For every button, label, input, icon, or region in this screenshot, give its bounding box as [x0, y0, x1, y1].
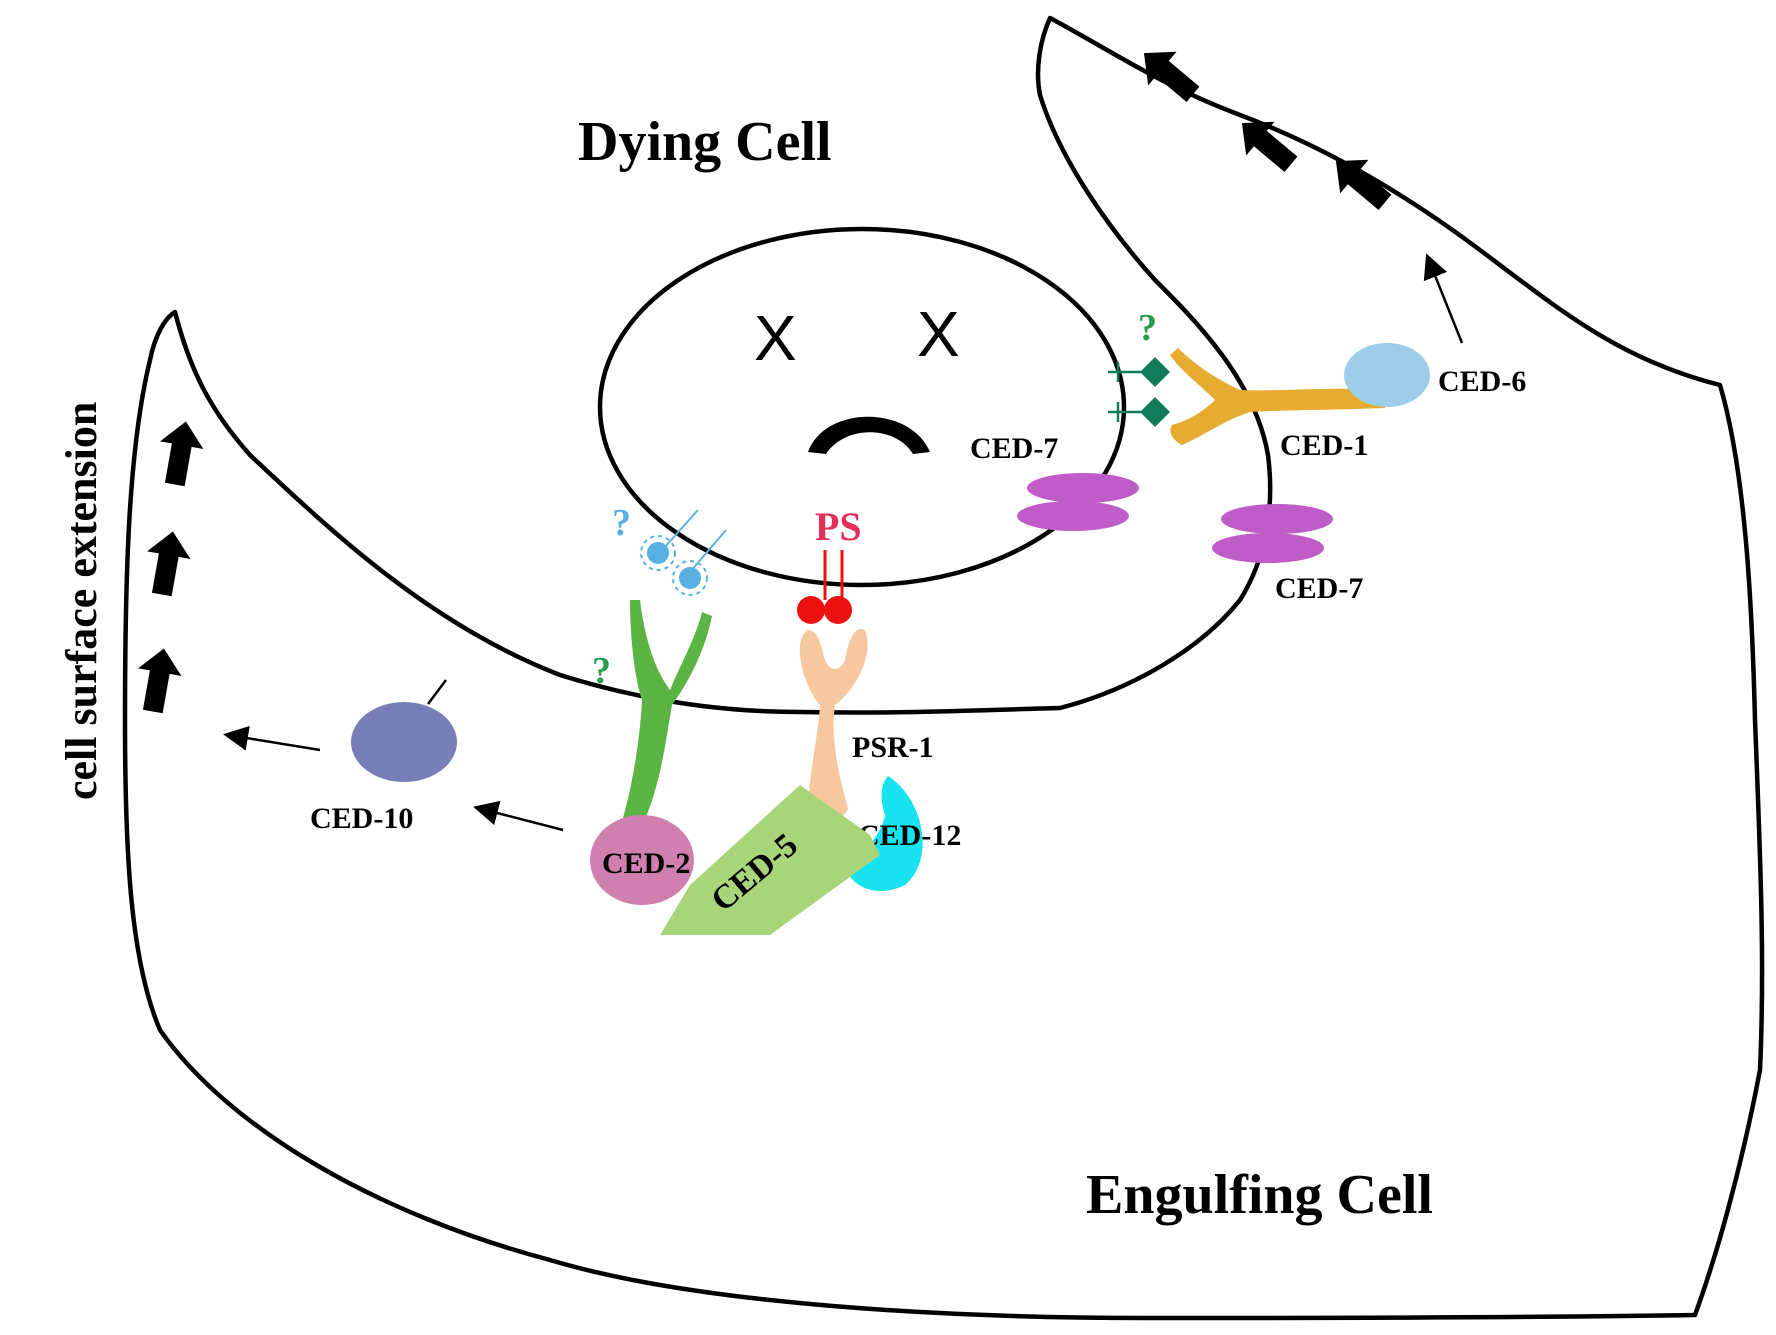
arrow-ced2-to-ced10 — [473, 800, 564, 832]
ced2 — [590, 815, 694, 905]
ced7-top-label: CED-7 — [970, 432, 1058, 465]
ced2-label: CED-2 — [602, 847, 690, 880]
question-ced1-ligand: ? — [1138, 307, 1157, 349]
ced7-bottom-label: CED-7 — [1275, 572, 1363, 605]
block-arrow — [160, 421, 204, 487]
question-green-receptor: ? — [592, 650, 611, 692]
green-receptor — [620, 600, 712, 830]
ced10 — [351, 702, 457, 782]
dying-cell-outline — [597, 226, 1127, 588]
block-arrow — [1335, 159, 1392, 210]
question-blue-ligand: ? — [612, 502, 631, 544]
ced6 — [1344, 343, 1430, 407]
block-arrow — [1143, 51, 1200, 102]
arrow-ced6-to-extension — [1423, 253, 1464, 344]
ced10-membrane-link — [427, 679, 447, 705]
ced1-label: CED-1 — [1280, 429, 1368, 462]
engulfing-cell-label: Engulfing Cell — [1086, 1164, 1433, 1226]
cell-surface-extension-label: cell surface extension — [57, 402, 106, 800]
engulfing-cell-outline — [122, 15, 1765, 1321]
blue-ligands — [640, 509, 727, 596]
extension-arrows-top-right — [1143, 51, 1392, 210]
dying-cell-eye-left: X — [754, 302, 797, 374]
ced7-top — [1017, 473, 1139, 531]
block-arrow — [1241, 121, 1298, 172]
dying-cell-eye-right: X — [917, 298, 960, 370]
ced7-bottom — [1212, 504, 1333, 563]
ced1-receptor — [1170, 348, 1385, 445]
ced1-ligands — [1108, 357, 1170, 427]
ced10-label: CED-10 — [310, 802, 413, 835]
dying-cell-frown — [808, 416, 930, 454]
psr1-receptor — [799, 629, 868, 820]
ps-molecule — [797, 550, 852, 624]
block-arrow — [138, 648, 182, 714]
dying-cell-label: Dying Cell — [578, 111, 832, 173]
block-arrow — [147, 531, 191, 597]
arrow-ced10-to-extension — [223, 725, 321, 752]
ps-label: PS — [815, 504, 862, 549]
psr1-label: PSR-1 — [852, 731, 934, 764]
ced5 — [660, 785, 880, 935]
extension-arrows-left — [138, 421, 204, 714]
ced6-label: CED-6 — [1438, 365, 1526, 398]
